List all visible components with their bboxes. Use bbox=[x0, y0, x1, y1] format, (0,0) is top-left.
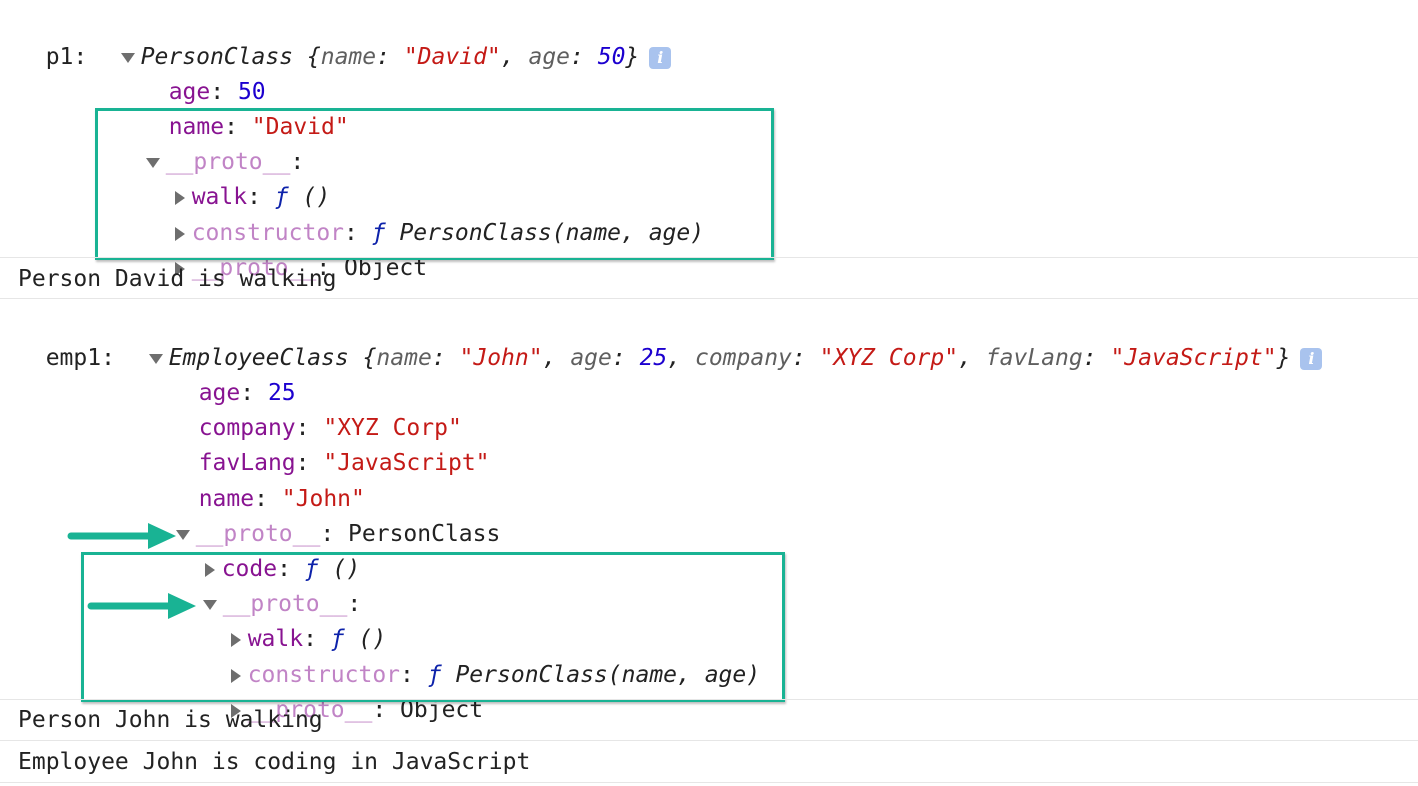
emp1-proto-code[interactable]: code: ƒ () bbox=[177, 518, 360, 582]
emp1-prop-age: age: 25 bbox=[198, 380, 296, 406]
emp1-summary-company-key: company bbox=[694, 345, 792, 371]
emp1-summary-company-value: "XYZ Corp" bbox=[819, 345, 959, 371]
triangle-down-icon[interactable] bbox=[145, 157, 160, 168]
emp1-prop-name: name: "John" bbox=[198, 486, 365, 512]
triangle-down-icon[interactable] bbox=[175, 529, 190, 540]
function-signature: () bbox=[302, 184, 331, 210]
emp1-header-row[interactable]: emp1: bbox=[18, 307, 115, 371]
function-keyword: ƒ bbox=[427, 662, 442, 688]
p1-summary[interactable]: PersonClass {name: "David", age: 50}i bbox=[93, 6, 672, 70]
proto-value: PersonClass bbox=[348, 521, 501, 547]
function-signature: PersonClass(name, age) bbox=[399, 220, 705, 246]
p1-proto-walk[interactable]: walk: ƒ () bbox=[147, 146, 330, 210]
prop-key: name bbox=[168, 114, 225, 140]
emp1-summary-name-key: name bbox=[376, 345, 432, 371]
emp1-class-name: EmployeeClass bbox=[168, 345, 349, 371]
p1-summary-name-key: name bbox=[320, 44, 377, 70]
row-divider bbox=[0, 740, 1418, 741]
p1-proto-constructor[interactable]: constructor: ƒ PersonClass(name, age) bbox=[147, 182, 704, 246]
arrow-right-icon bbox=[67, 523, 176, 549]
info-icon[interactable]: i bbox=[1300, 347, 1323, 370]
proto-key: __proto__ bbox=[165, 149, 291, 175]
function-signature: PersonClass(name, age) bbox=[455, 662, 761, 688]
p1-summary-age-value: 50 bbox=[597, 44, 626, 70]
emp1-summary[interactable]: EmployeeClass {name: "John", age: 25, co… bbox=[121, 307, 1323, 371]
emp1-inner-proto-row[interactable]: __proto__: bbox=[175, 553, 361, 617]
emp1-prop-favlang: favLang: "JavaScript" bbox=[198, 450, 490, 476]
method-key: constructor bbox=[247, 662, 401, 688]
row-divider bbox=[0, 782, 1418, 783]
triangle-right-icon[interactable] bbox=[230, 668, 241, 683]
info-icon[interactable]: i bbox=[649, 46, 672, 69]
prop-value: "John" bbox=[281, 486, 365, 512]
prop-value: 50 bbox=[237, 79, 266, 105]
p1-summary-age-key: age bbox=[528, 44, 571, 70]
triangle-right-icon[interactable] bbox=[230, 632, 241, 647]
emp1-proto-row[interactable]: __proto__: PersonClass bbox=[148, 483, 500, 547]
emp1-label: emp1: bbox=[45, 345, 115, 371]
triangle-right-icon[interactable] bbox=[174, 226, 185, 241]
p1-prop-name: name: "David" bbox=[168, 114, 349, 140]
highlight-box bbox=[95, 108, 774, 260]
function-keyword: ƒ bbox=[274, 184, 289, 210]
p1-header-row[interactable]: p1: bbox=[18, 6, 88, 70]
prop-value: "David" bbox=[251, 114, 349, 140]
method-key: walk bbox=[191, 184, 248, 210]
triangle-right-icon[interactable] bbox=[174, 190, 185, 205]
log-line: Person John is walking bbox=[18, 707, 323, 733]
method-key: constructor bbox=[191, 220, 345, 246]
emp1-prop-company: company: "XYZ Corp" bbox=[198, 415, 462, 441]
p1-class-name: PersonClass bbox=[140, 44, 294, 70]
prop-key: name bbox=[198, 486, 255, 512]
log-line: Person David is walking bbox=[18, 266, 337, 292]
emp1-summary-favlang-value: "JavaScript" bbox=[1110, 345, 1277, 371]
emp1-inner-proto-walk[interactable]: walk: ƒ () bbox=[203, 588, 386, 652]
function-keyword: ƒ bbox=[330, 626, 345, 652]
p1-summary-name-value: "David" bbox=[403, 44, 501, 70]
triangle-down-icon[interactable] bbox=[120, 52, 135, 63]
triangle-right-icon[interactable] bbox=[174, 261, 185, 276]
emp1-inner-proto-constructor[interactable]: constructor: ƒ PersonClass(name, age) bbox=[203, 624, 760, 688]
method-key: walk bbox=[247, 626, 304, 652]
triangle-down-icon[interactable] bbox=[202, 599, 217, 610]
function-signature: () bbox=[358, 626, 387, 652]
triangle-right-icon[interactable] bbox=[230, 703, 241, 718]
function-keyword: ƒ bbox=[371, 220, 386, 246]
row-divider bbox=[0, 257, 1418, 258]
row-divider bbox=[0, 699, 1418, 700]
arrow-right-icon bbox=[87, 593, 196, 619]
p1-prop-age: age: 50 bbox=[168, 79, 266, 105]
p1-label: p1: bbox=[45, 44, 88, 70]
emp1-summary-age-key: age bbox=[570, 345, 612, 371]
proto-key: __proto__ bbox=[222, 591, 348, 617]
prop-value: "XYZ Corp" bbox=[323, 415, 462, 441]
prop-key: age bbox=[168, 79, 211, 105]
row-divider bbox=[0, 298, 1418, 299]
prop-value: "JavaScript" bbox=[323, 450, 490, 476]
triangle-right-icon[interactable] bbox=[204, 562, 215, 577]
method-key: code bbox=[221, 556, 278, 582]
prop-key: favLang bbox=[198, 450, 296, 476]
triangle-down-icon[interactable] bbox=[148, 353, 163, 364]
prop-value: 25 bbox=[267, 380, 296, 406]
emp1-summary-age-value: 25 bbox=[639, 345, 668, 371]
log-line: Employee John is coding in JavaScript bbox=[18, 749, 531, 775]
function-keyword: ƒ bbox=[304, 556, 319, 582]
emp1-summary-name-value: "John" bbox=[459, 345, 543, 371]
p1-proto-row[interactable]: __proto__: bbox=[118, 111, 304, 175]
proto-key: __proto__ bbox=[195, 521, 321, 547]
highlight-box bbox=[81, 552, 785, 702]
prop-key: company bbox=[198, 415, 296, 441]
prop-key: age bbox=[198, 380, 241, 406]
function-signature: () bbox=[332, 556, 361, 582]
emp1-summary-favlang-key: favLang bbox=[985, 345, 1083, 371]
